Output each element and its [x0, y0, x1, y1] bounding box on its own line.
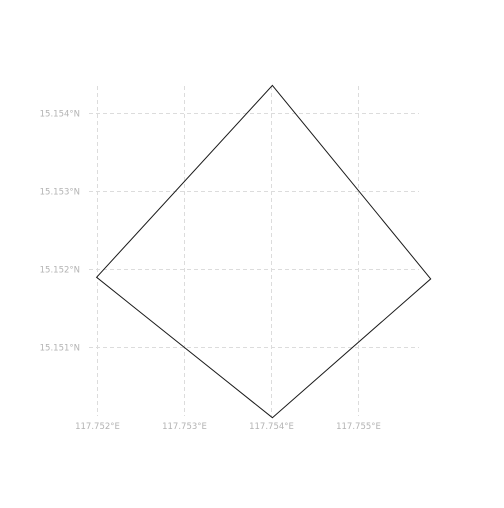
tick-labels: 117.752°E 117.753°E 117.754°E 117.755°E 15.1… — [40, 110, 381, 433]
graticule — [89, 86, 419, 416]
latitude-tick-label: 15.153°N — [40, 188, 80, 198]
longitude-tick-label: 117.755°E — [336, 422, 381, 432]
diamond-polygon — [95, 84, 432, 419]
latitude-tick-label: 15.151°N — [40, 344, 80, 354]
longitude-tick-label: 117.752°E — [75, 422, 120, 432]
latitude-tick-label: 15.152°N — [40, 266, 80, 276]
longitude-tick-label: 117.753°E — [162, 422, 207, 432]
longitude-tick-label: 117.754°E — [249, 422, 294, 432]
polygon-layer — [95, 84, 432, 419]
latitude-tick-label: 15.154°N — [40, 110, 80, 120]
